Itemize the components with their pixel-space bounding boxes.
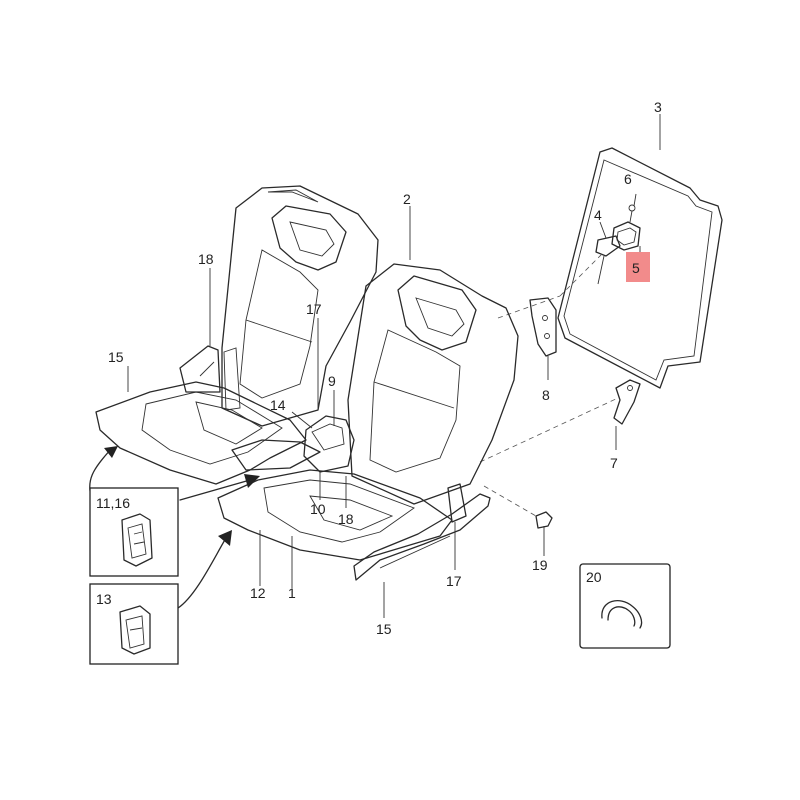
callout-15-left: 15 — [108, 349, 124, 365]
callout-17-bottom: 17 — [446, 573, 462, 589]
lower-bracket — [613, 379, 641, 425]
highlight-part-5 — [626, 252, 650, 282]
inset-label-13: 13 — [96, 591, 112, 607]
right-seat — [217, 263, 519, 581]
callout-15-bottom: 15 — [376, 621, 392, 637]
callout-8: 8 — [542, 387, 550, 403]
arrow-head — [244, 474, 260, 488]
callout-1: 1 — [288, 585, 296, 601]
callout-6: 6 — [624, 171, 632, 187]
callout-18-top: 18 — [198, 251, 214, 267]
inset-clip-13: 13 — [89, 583, 179, 665]
inset-label-11-16: 11,16 — [96, 495, 130, 511]
callout-14: 14 — [270, 397, 286, 413]
callout-9: 9 — [328, 373, 336, 389]
callout-3: 3 — [654, 99, 662, 115]
callout-7: 7 — [610, 455, 618, 471]
leader-lines — [127, 114, 661, 618]
callout-12: 12 — [250, 585, 266, 601]
inset-hose-20: 20 — [579, 563, 671, 649]
callout-4: 4 — [594, 207, 602, 223]
arrow-head — [218, 530, 232, 546]
backrest-panel — [557, 147, 723, 389]
callout-17-top: 17 — [306, 301, 322, 317]
alignment-lines — [479, 251, 619, 517]
callout-5: 5 — [632, 260, 640, 276]
bracket-assembly — [595, 204, 641, 285]
callout-10: 10 — [310, 501, 326, 517]
bolt-19 — [535, 511, 553, 552]
inset-label-20: 20 — [586, 569, 602, 585]
hinge-bracket — [529, 297, 557, 357]
left-seat — [95, 185, 379, 485]
inset-clip-11-16: 11,16 — [89, 487, 179, 577]
callout-2: 2 — [403, 191, 411, 207]
callout-19: 19 — [532, 557, 548, 573]
arrow-head — [104, 446, 118, 458]
callout-18-bottom: 18 — [338, 511, 354, 527]
